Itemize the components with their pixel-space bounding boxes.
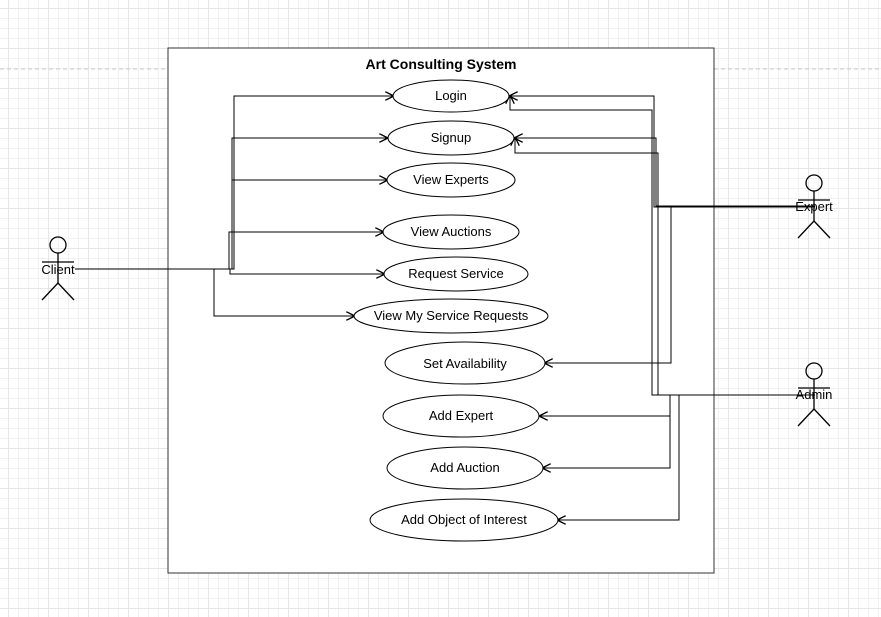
use-case-add-auction[interactable]: Add Auction [386, 446, 544, 490]
use-case-login[interactable]: Login [392, 79, 510, 113]
client-view-my-service-requests-connector [75, 268, 354, 316]
use-case-view-auctions[interactable]: View Auctions [382, 214, 520, 250]
use-case-add-auction-label: Add Auction [430, 460, 499, 475]
actor-expert[interactable]: Expert [795, 174, 833, 239]
use-case-view-my-service-requests[interactable]: View My Service Requests [353, 298, 549, 334]
use-case-request-service-label: Request Service [408, 266, 503, 281]
expert-connectors [510, 96, 815, 363]
use-case-signup-label: Signup [431, 130, 471, 145]
use-case-add-expert-label: Add Expert [429, 408, 494, 423]
actor-admin-label: Admin [796, 387, 833, 402]
use-case-signup[interactable]: Signup [387, 120, 515, 156]
use-case-set-availability[interactable]: Set Availability [384, 341, 546, 385]
admin-add-object-of-interest-connector [558, 394, 815, 520]
expert-set-availability-connector [545, 206, 815, 363]
system-title: Art Consulting System [366, 56, 517, 72]
use-case-view-my-service-requests-label: View My Service Requests [374, 308, 529, 323]
stick-figure-icon [797, 174, 831, 239]
expert-signup-connector [515, 138, 815, 207]
use-case-add-object-of-interest-label: Add Object of Interest [401, 512, 527, 527]
actor-admin[interactable]: Admin [796, 362, 833, 427]
use-case-view-experts[interactable]: View Experts [386, 162, 516, 198]
use-case-add-object-of-interest[interactable]: Add Object of Interest [369, 498, 559, 542]
stick-figure-icon [797, 362, 831, 427]
use-case-request-service[interactable]: Request Service [383, 256, 529, 292]
client-connectors [75, 96, 393, 316]
admin-connectors [510, 96, 815, 520]
stick-figure-icon [41, 236, 75, 301]
use-case-view-auctions-label: View Auctions [411, 224, 492, 239]
actor-client-label: Client [41, 262, 75, 277]
use-case-view-experts-label: View Experts [413, 172, 489, 187]
actor-expert-label: Expert [795, 199, 833, 214]
use-case-add-expert[interactable]: Add Expert [382, 394, 540, 438]
use-case-set-availability-label: Set Availability [423, 356, 507, 371]
use-case-login-label: Login [435, 88, 467, 103]
actor-client[interactable]: Client [41, 236, 75, 301]
